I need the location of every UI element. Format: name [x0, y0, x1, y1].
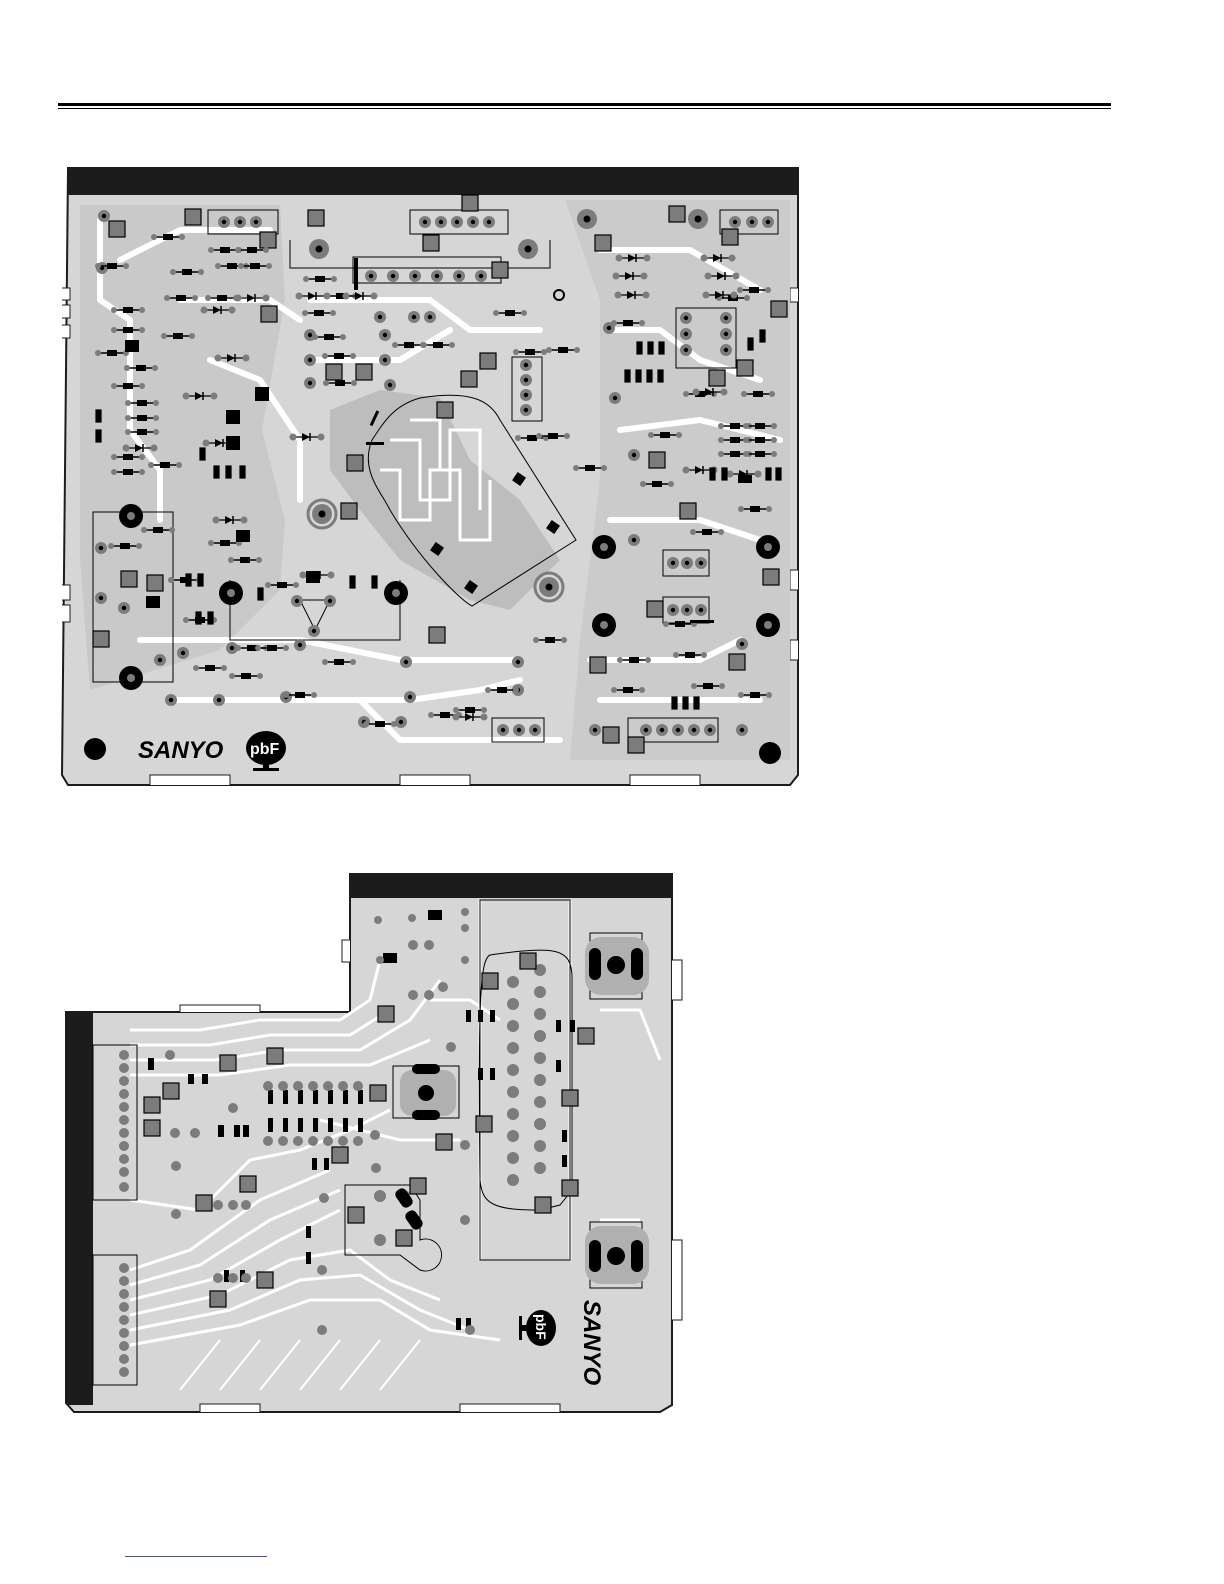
connector-left-lower [119, 1263, 129, 1377]
svg-text:pbF: pbF [533, 1314, 549, 1340]
board-top-edge [350, 874, 672, 898]
board-left-edge [66, 1012, 93, 1405]
brand-logo-bottom: SANYO [578, 1300, 605, 1386]
connector-left-upper [119, 1050, 129, 1192]
footer-link-underline[interactable] [125, 1556, 267, 1557]
